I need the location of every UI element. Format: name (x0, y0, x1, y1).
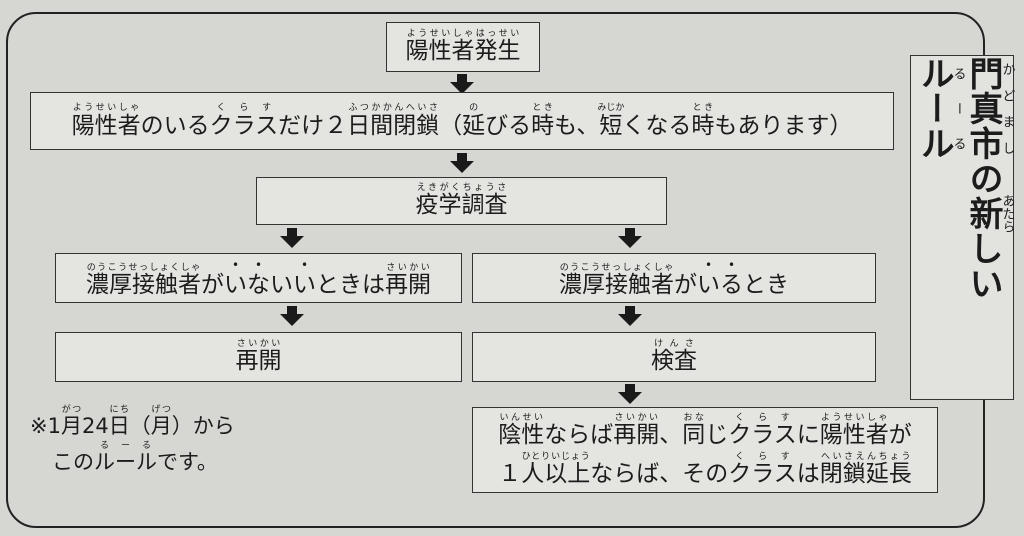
furigana-word: 月げつ (150, 405, 172, 438)
text-segment: ならば (544, 421, 614, 448)
text-segment: （ (439, 112, 463, 139)
note-line: このルールるーるです。 (30, 441, 235, 477)
furigana-word: 日間閉鎖ふつかかんへいさ (347, 102, 440, 139)
text-segment: くなる (622, 112, 692, 139)
furigana-word: 人以上ひとりいじょう (521, 452, 591, 487)
start-date-note: ※1月がつ24日にち（月げつ）から このルールるーるです。 (30, 405, 235, 478)
furigana-word: 同おな (682, 412, 706, 448)
furigana-word: 月がつ (60, 405, 82, 438)
box-positive-case: 陽性者発生ようせいしゃはっせい (386, 22, 540, 72)
text-segment: もあります） (714, 112, 853, 139)
box-text-line: 陰性いんせいならば再開さいかい、同おなじクラスくらすに陽性者ようせいしゃが (498, 413, 912, 448)
box-test: 検査けんさ (472, 332, 876, 382)
box-close-contact: 濃厚接触者のうこうせっしょくしゃがいるとき (472, 253, 876, 303)
box-reopen: 再開さいかい (55, 332, 462, 382)
furigana-word: 再開さいかい (613, 412, 660, 448)
furigana-word: 濃厚接触者のうこうせっしょくしゃ (559, 262, 674, 298)
furigana-word: 日にち (108, 405, 130, 438)
furigana-word: クラスくらす (209, 102, 279, 139)
furigana-word: び (485, 112, 509, 139)
text-segment: だけ２ (278, 112, 348, 139)
furigana-word: 陽性者ようせいしゃ (819, 412, 889, 448)
text-segment: 24 (81, 414, 109, 438)
box-text: 疫学調査えきがくちょうさ (416, 183, 508, 218)
furigana-word: 時とき (531, 102, 555, 139)
furigana-word: 時とき (691, 102, 715, 139)
furigana-word: 新あたら (963, 194, 1015, 233)
text-segment: が (674, 271, 697, 298)
text-segment: ）から (171, 414, 235, 438)
text-segment: が (201, 271, 224, 298)
text-segment: ※1 (30, 414, 61, 438)
text-segment: い (270, 271, 293, 298)
text-segment: が (888, 421, 912, 448)
text-segment: （ (129, 414, 151, 438)
furigana-word: る (508, 112, 532, 139)
note-line: ※1月がつ24日にち（月げつ）から (30, 405, 235, 441)
text-segment: の (963, 161, 1003, 196)
title-box: 門真市かどましの新あたらしい ルールるーる (910, 55, 1015, 400)
text-segment: のいる (140, 112, 210, 139)
text-segment: じ (705, 421, 729, 448)
text-segment: とき (743, 271, 789, 298)
furigana-word: 延の (462, 102, 486, 139)
furigana-word: 陽性者発生ようせいしゃはっせい (405, 29, 521, 65)
furigana-word: ルールるーる (94, 441, 157, 475)
box-text-line: １人以上ひとりいじょうならば、そのクラスくらすは閉鎖延長へいさえんちょう (498, 452, 912, 487)
text-segment: に (796, 421, 820, 448)
furigana-word: クラスくらす (728, 452, 797, 487)
box-text: 陽性者発生ようせいしゃはっせい (406, 29, 521, 64)
furigana-word: 閉鎖延長へいさえんちょう (819, 452, 912, 487)
emphasized-text: いな (224, 271, 270, 298)
text-segment: しい (963, 231, 1003, 301)
furigana-word: 陰性いんせい (498, 412, 545, 448)
box-no-close-contact: 濃厚接触者のうこうせっしょくしゃがいないいときは再開さいかい (55, 253, 462, 303)
furigana-word: 陽性者ようせいしゃ (71, 102, 141, 139)
emphasized-text: い (293, 271, 316, 298)
text-segment: ときは (316, 271, 385, 298)
text-segment: １ (498, 461, 522, 487)
text-segment: です。 (157, 450, 218, 475)
box-text: 再開さいかい (236, 339, 282, 374)
furigana-word: 再開さいかい (385, 262, 431, 298)
furigana-word: 濃厚接触者のうこうせっしょくしゃ (86, 262, 201, 298)
furigana-word: ルールるーる (914, 56, 966, 161)
box-text: 陽性者ようせいしゃのいるクラスくらすだけ２日間閉鎖ふつかかんへいさ（延のび る … (72, 103, 853, 139)
text-segment: この (52, 450, 94, 475)
box-text: 濃厚接触者のうこうせっしょくしゃがいないいときは再開さいかい (86, 258, 431, 298)
furigana-word: 短みじか (597, 102, 625, 139)
box-text: 濃厚接触者のうこうせっしょくしゃがいるとき (559, 258, 789, 298)
box-text: 検査けんさ (651, 339, 697, 374)
text-segment: は (796, 461, 820, 487)
emphasized-text: いる (697, 271, 743, 298)
page-title: 門真市かどましの新あたらしい ルールるーる (910, 56, 1015, 399)
furigana-word: 検査けんさ (651, 339, 697, 375)
furigana-word: クラスくらす (728, 412, 797, 448)
furigana-word: 疫学調査えきがくちょうさ (415, 183, 508, 219)
furigana-word: 再開さいかい (235, 339, 282, 375)
box-epidemiological-investigation: 疫学調査えきがくちょうさ (256, 177, 667, 225)
text-segment: も、 (554, 112, 600, 139)
furigana-word: 門真市かどまし (963, 56, 1015, 161)
text-segment: 、 (659, 421, 683, 448)
box-class-closure: 陽性者ようせいしゃのいるクラスくらすだけ２日間閉鎖ふつかかんへいさ（延のび る … (30, 92, 894, 150)
text-segment: ならば、その (590, 461, 729, 487)
box-test-result: 陰性いんせいならば再開さいかい、同おなじクラスくらすに陽性者ようせいしゃが １人… (472, 407, 938, 493)
